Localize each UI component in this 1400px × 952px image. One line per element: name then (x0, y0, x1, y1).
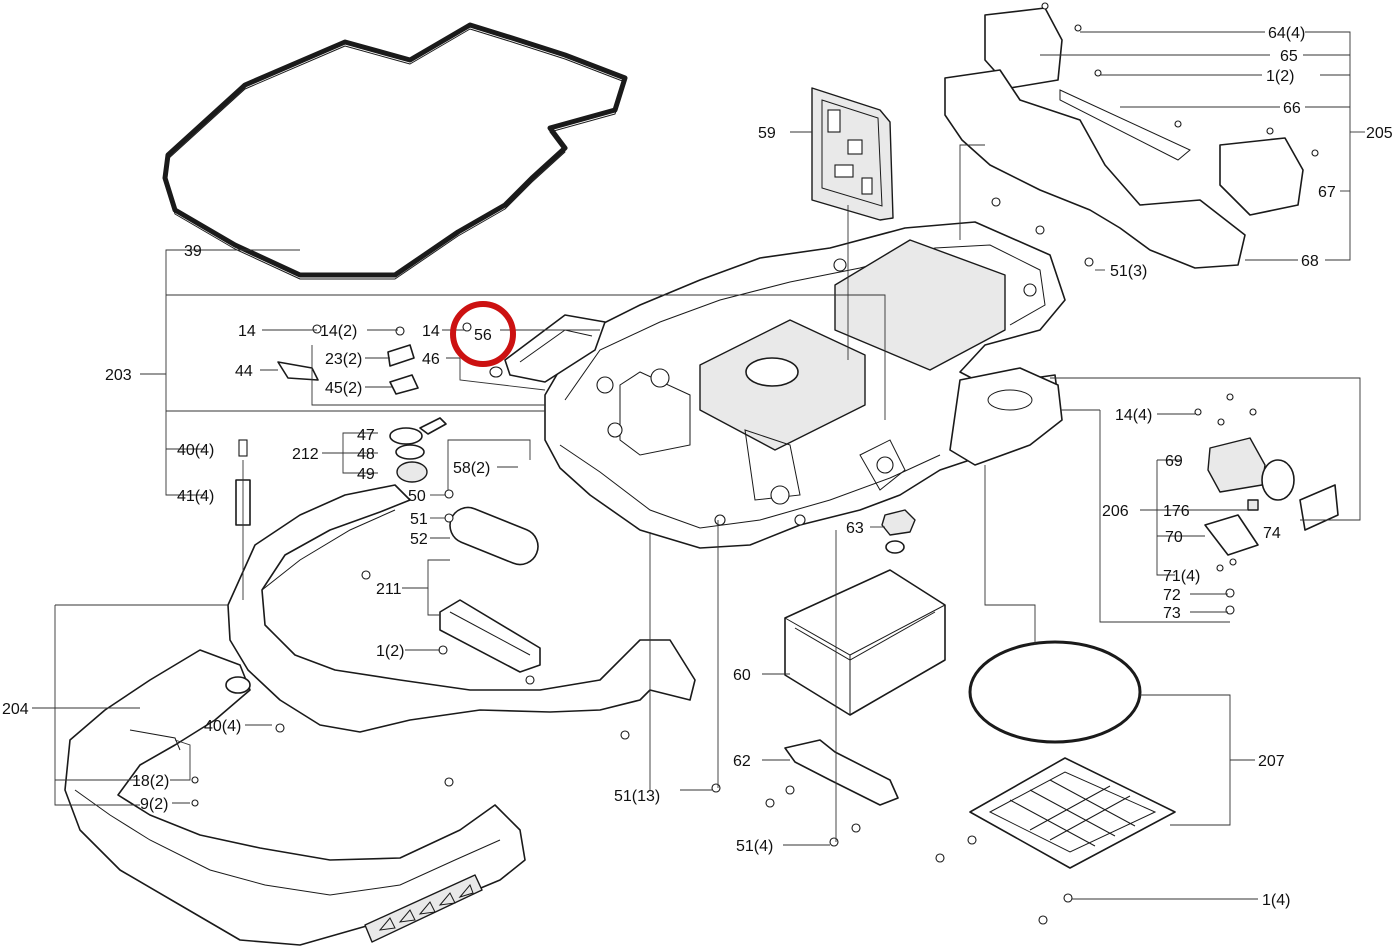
part-labels: 39 203 14 14(2) 14 56 44 23(2) 46 45(2) … (2, 25, 1393, 909)
label-62: 62 (733, 753, 751, 770)
label-51-4: 51(4) (736, 838, 773, 855)
warning-pictogram-icon (364, 874, 483, 943)
clip-44 (277, 361, 319, 381)
label-60: 60 (733, 667, 751, 684)
label-51-3: 51(3) (1110, 263, 1147, 280)
label-14a: 14 (238, 323, 256, 340)
label-40-4b: 40(4) (204, 718, 241, 735)
label-68: 68 (1301, 253, 1319, 270)
label-14-4: 14(4) (1115, 407, 1152, 424)
cover-52 (449, 506, 539, 566)
label-211: 211 (376, 581, 402, 598)
label-176: 176 (1163, 503, 1190, 520)
label-56: 56 (474, 327, 492, 344)
chassis-body (544, 221, 1066, 549)
motor-206 (1204, 437, 1339, 556)
screw-icon (191, 2, 1319, 925)
label-73: 73 (1163, 605, 1181, 622)
label-207: 207 (1258, 753, 1285, 770)
label-51: 51 (410, 511, 428, 528)
tray-207 (968, 640, 1176, 869)
label-204: 204 (2, 701, 29, 718)
label-49: 49 (357, 466, 375, 483)
label-71-4: 71(4) (1163, 568, 1200, 585)
label-1-4: 1(4) (1262, 892, 1290, 909)
label-69: 69 (1165, 453, 1183, 470)
label-47: 47 (357, 427, 375, 444)
label-212: 212 (292, 446, 319, 463)
bumper-frame (227, 484, 696, 733)
leader-lines (32, 31, 1365, 900)
label-18-2: 18(2) (132, 773, 169, 790)
label-41-4: 41(4) (177, 488, 214, 505)
label-67: 67 (1318, 184, 1336, 201)
label-44: 44 (235, 363, 253, 380)
label-51-13: 51(13) (614, 788, 660, 805)
label-1-2b: 1(2) (1266, 68, 1294, 85)
label-58-2: 58(2) (453, 460, 490, 477)
label-52: 52 (410, 531, 428, 548)
label-14-2: 14(2) (320, 323, 357, 340)
label-66: 66 (1283, 100, 1301, 117)
highlight-ring-56 (450, 301, 516, 367)
pcb-59 (811, 87, 894, 221)
knob-212 (389, 417, 447, 483)
connector-63 (881, 509, 916, 554)
label-39: 39 (184, 243, 202, 260)
gasket-39 (162, 22, 628, 280)
module-205 (944, 7, 1304, 269)
label-40-4a: 40(4) (177, 442, 214, 459)
label-203: 203 (105, 367, 132, 384)
battery-60 (784, 569, 946, 716)
label-45-2: 45(2) (325, 380, 362, 397)
clip-23 (387, 344, 415, 367)
front-bumper-204 (64, 649, 526, 946)
label-63: 63 (846, 520, 864, 537)
label-59: 59 (758, 125, 776, 142)
label-23-2: 23(2) (325, 351, 362, 368)
label-206: 206 (1102, 503, 1129, 520)
label-70: 70 (1165, 529, 1183, 546)
label-46: 46 (422, 351, 440, 368)
label-65: 65 (1280, 48, 1298, 65)
label-48: 48 (357, 446, 375, 463)
label-72: 72 (1163, 587, 1181, 604)
label-14b: 14 (422, 323, 440, 340)
bracket-62 (784, 739, 899, 806)
label-9-2: 9(2) (140, 796, 168, 813)
label-64-4: 64(4) (1268, 25, 1305, 42)
clip-45 (389, 374, 419, 395)
label-50: 50 (408, 488, 426, 505)
label-74: 74 (1263, 525, 1281, 542)
gasket-211 (439, 599, 541, 673)
label-205: 205 (1366, 125, 1393, 142)
label-1-2a: 1(2) (376, 643, 404, 660)
